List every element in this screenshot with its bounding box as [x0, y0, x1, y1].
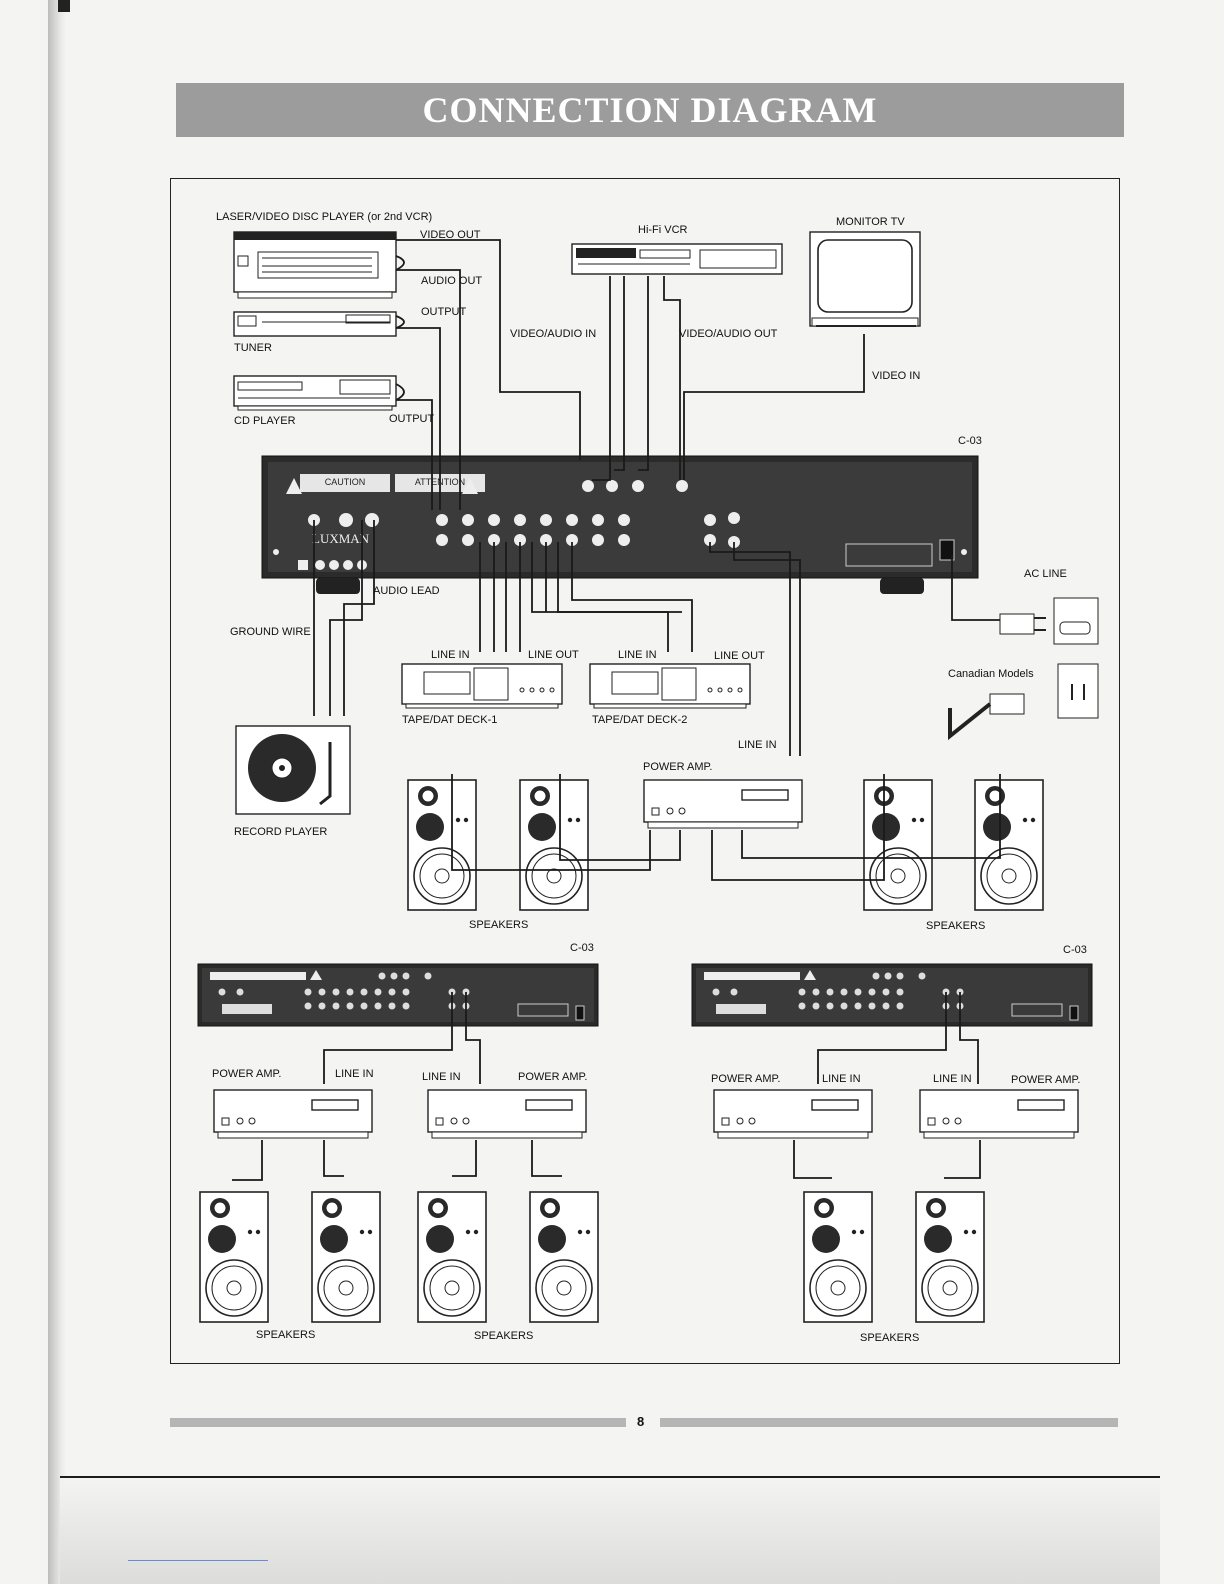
cd-player-device — [233, 375, 397, 411]
speaker-top-1 — [407, 779, 477, 911]
label-audio-lead: AUDIO LEAD — [373, 585, 440, 597]
label-speakers-b2: SPEAKERS — [474, 1330, 533, 1342]
label-cd-player: CD PLAYER — [234, 415, 296, 427]
label-video-out: VIDEO OUT — [420, 229, 481, 241]
preamp-c03-right — [691, 963, 1093, 1027]
label-deck-2: TAPE/DAT DECK-2 — [592, 714, 687, 726]
canadian-plug — [948, 663, 1099, 741]
label-power-amp-b2: POWER AMP. — [518, 1071, 587, 1083]
speaker-b6 — [915, 1191, 985, 1323]
bottom-left-cables — [232, 992, 562, 1181]
scan-bottom-shade — [60, 1476, 1160, 1584]
speaker-b4 — [529, 1191, 599, 1323]
preamp-c03-left — [197, 963, 599, 1027]
label-tuner: TUNER — [234, 342, 272, 354]
scan-link-underline — [128, 1560, 268, 1561]
top-cables — [313, 239, 1001, 881]
label-model-br: C-03 — [1063, 944, 1087, 956]
speaker-top-2 — [519, 779, 589, 911]
laser-disc-player — [233, 231, 397, 299]
label-speakers-right: SPEAKERS — [926, 920, 985, 932]
speaker-top-4 — [974, 779, 1044, 911]
power-amp-b2 — [427, 1089, 587, 1139]
power-amp-b3 — [713, 1089, 873, 1139]
record-player — [235, 725, 351, 815]
label-ac-line: AC LINE — [1024, 568, 1067, 580]
label-line-in-1: LINE IN — [431, 649, 470, 661]
label-line-in-b1: LINE IN — [335, 1068, 374, 1080]
label-line-in-b4: LINE IN — [933, 1073, 972, 1085]
page-title: CONNECTION DIAGRAM — [422, 90, 878, 130]
corner-mark — [58, 0, 70, 12]
power-amp-main — [643, 779, 803, 829]
label-power-amp-main: POWER AMP. — [643, 761, 712, 773]
speaker-b2 — [311, 1191, 381, 1323]
scan-edge-line — [60, 1476, 1160, 1478]
label-line-in-2: LINE IN — [618, 649, 657, 661]
label-output-cd: OUTPUT — [389, 413, 435, 425]
diagram-frame — [170, 178, 1120, 1364]
label-speakers-left: SPEAKERS — [469, 919, 528, 931]
bottom-right-cables — [793, 992, 981, 1179]
label-line-out-1: LINE OUT — [528, 649, 579, 661]
label-monitor-tv: MONITOR TV — [836, 216, 905, 228]
label-line-in-amp: LINE IN — [738, 739, 777, 751]
preamp-c03-main: CAUTION ATTENTION LUXMAN — [261, 455, 979, 594]
tuner-device — [233, 311, 397, 337]
label-power-amp-b1: POWER AMP. — [212, 1068, 281, 1080]
label-canadian-models: Canadian Models — [948, 668, 1034, 680]
page-spine-shadow — [48, 0, 66, 1584]
label-video-audio-out: VIDEO/AUDIO OUT — [679, 328, 778, 340]
title-banner: CONNECTION DIAGRAM — [176, 83, 1124, 137]
label-model-bl: C-03 — [570, 942, 594, 954]
footer-bar-left — [170, 1418, 626, 1427]
hifi-vcr-device — [571, 243, 783, 275]
page-number: 8 — [637, 1414, 645, 1429]
label-speakers-b3: SPEAKERS — [860, 1332, 919, 1344]
label-output-tuner: OUTPUT — [421, 306, 467, 318]
label-speakers-b1: SPEAKERS — [256, 1329, 315, 1341]
speaker-b1 — [199, 1191, 269, 1323]
label-video-in: VIDEO IN — [872, 370, 920, 382]
speaker-top-3 — [863, 779, 933, 911]
label-line-in-b3: LINE IN — [822, 1073, 861, 1085]
label-line-in-b2: LINE IN — [422, 1071, 461, 1083]
label-hifi-vcr: Hi-Fi VCR — [638, 224, 688, 236]
tape-deck-2 — [589, 663, 751, 709]
monitor-tv-device — [809, 231, 921, 327]
label-power-amp-b3: POWER AMP. — [711, 1073, 780, 1085]
label-video-audio-in: VIDEO/AUDIO IN — [510, 328, 596, 340]
label-deck-1: TAPE/DAT DECK-1 — [402, 714, 497, 726]
speaker-b5 — [803, 1191, 873, 1323]
ac-plug — [999, 597, 1099, 645]
caution-label: CAUTION — [325, 477, 366, 487]
speaker-b3 — [417, 1191, 487, 1323]
label-line-out-2: LINE OUT — [714, 650, 765, 662]
label-power-amp-b4: POWER AMP. — [1011, 1074, 1080, 1086]
label-laser-player: LASER/VIDEO DISC PLAYER (or 2nd VCR) — [216, 211, 432, 223]
power-amp-b1 — [213, 1089, 373, 1139]
label-model-main: C-03 — [958, 435, 982, 447]
power-amp-b4 — [919, 1089, 1079, 1139]
brand-label: LUXMAN — [312, 531, 370, 546]
label-record-player: RECORD PLAYER — [234, 826, 327, 838]
tape-deck-1 — [401, 663, 563, 709]
footer-bar-right — [660, 1418, 1118, 1427]
labels: LASER/VIDEO DISC PLAYER (or 2nd VCR) VID… — [212, 211, 1087, 1344]
label-ground-wire: GROUND WIRE — [230, 626, 311, 638]
label-audio-out: AUDIO OUT — [421, 275, 482, 287]
